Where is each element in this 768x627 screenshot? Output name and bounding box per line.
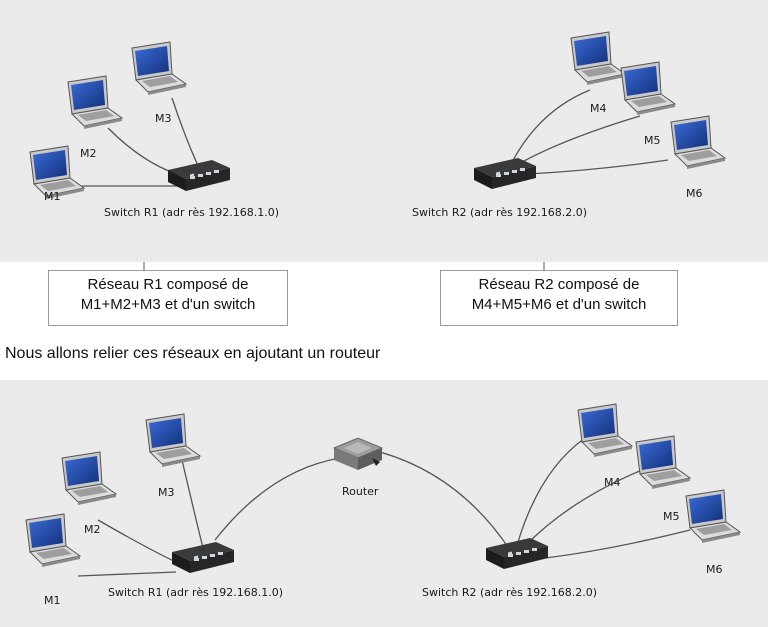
laptop-m1-icon	[25, 513, 81, 568]
laptop-m4-icon	[570, 31, 626, 86]
cable-m5-r2	[514, 115, 641, 167]
laptop-m3-icon	[145, 413, 201, 468]
cable-m5-r2	[524, 469, 643, 547]
cable-m6-r2	[544, 529, 691, 559]
cable-m3-r1	[171, 97, 201, 171]
laptop-m6-icon	[685, 489, 741, 544]
bottom-network-diagram	[25, 403, 741, 577]
cable-router-r2	[379, 451, 511, 551]
machine-label-m1: M1	[44, 594, 61, 607]
callout-r2-line2: M4+M5+M6 et d'un switch	[471, 296, 647, 313]
machine-label-m2: M2	[84, 523, 101, 536]
cable-m6-r2	[527, 159, 669, 175]
switch-r1-label: Switch R1 (adr rès 192.168.1.0)	[104, 206, 280, 219]
machine-label-m3: M3	[155, 112, 172, 125]
laptop-m6-icon	[670, 115, 726, 170]
router-icon	[333, 437, 383, 471]
cursor-icon	[372, 458, 380, 466]
cable-m4-r2	[517, 437, 586, 543]
callout-r1-line1: Réseau R1 composé de	[87, 276, 249, 293]
bottom-network-panel: M1 M2 M3 M4 M5 M6 Router Switch R1 (adr …	[0, 380, 768, 627]
switch-r2-label: Switch R2 (adr rès 192.168.2.0)	[422, 586, 598, 599]
top-network-diagram	[29, 31, 726, 200]
laptop-m2-icon	[67, 75, 123, 130]
machine-label-m4: M4	[604, 476, 621, 489]
top-network-panel: M1 M2 M3 M4 M5 M6 Switch R1 (adr rès 192…	[0, 0, 768, 262]
callout-r2-line1: Réseau R2 composé de	[478, 276, 640, 293]
router-label: Router	[342, 485, 379, 498]
laptop-m3-icon	[131, 41, 187, 96]
cable-m2-r1	[97, 519, 181, 565]
callout-reseau-r2: Réseau R2 composé de M4+M5+M6 et d'un sw…	[440, 270, 678, 326]
machine-label-m5: M5	[644, 134, 661, 147]
router-sentence: Nous allons relier ces réseaux en ajouta…	[5, 345, 381, 362]
callout-r1-line2: M1+M2+M3 et d'un switch	[80, 296, 256, 313]
laptop-m5-icon	[635, 435, 691, 490]
cable-m4-r2	[511, 89, 591, 163]
machine-label-m6: M6	[686, 187, 703, 200]
callout-reseau-r1: Réseau R1 composé de M1+M2+M3 et d'un sw…	[48, 270, 288, 326]
laptop-m5-icon	[620, 61, 676, 116]
cable-m1-r1	[77, 571, 177, 577]
machine-label-m3: M3	[158, 486, 175, 499]
cable-r1-router	[214, 457, 341, 541]
laptop-m4-icon	[577, 403, 633, 458]
machine-label-m4: M4	[590, 102, 607, 115]
machine-label-m2: M2	[80, 147, 97, 160]
laptop-m2-icon	[61, 451, 117, 506]
cable-m3-r1	[181, 459, 206, 557]
machine-label-m5: M5	[663, 510, 680, 523]
machine-label-m6: M6	[706, 563, 723, 576]
switch-r1-label: Switch R1 (adr rès 192.168.1.0)	[108, 586, 284, 599]
machine-label-m1: M1	[44, 190, 61, 203]
switch-r2-label: Switch R2 (adr rès 192.168.2.0)	[412, 206, 588, 219]
